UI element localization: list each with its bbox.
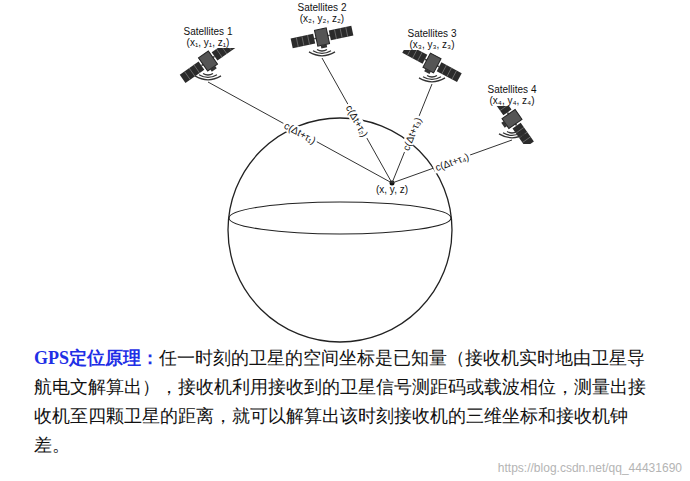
signal-wave [203, 74, 213, 76]
earth-sphere [228, 118, 452, 342]
signal-wave [499, 134, 525, 138]
satellite-body [502, 109, 522, 128]
satellite-icon [476, 106, 548, 144]
signal-wave [313, 51, 331, 54]
range-label: c(Δt+τ₂) [343, 101, 372, 140]
coordinates: (x₂, y₂, z₂) [286, 13, 358, 24]
solar-panel [512, 123, 533, 144]
signal-wave [199, 75, 217, 78]
caption-block: GPS定位原理：任一时刻的卫星的空间坐标是已知量（接收机实时地由卫星导航电文解算… [34, 344, 656, 460]
satellite-icon [396, 50, 468, 88]
signal-wave [309, 52, 335, 56]
range-label: c(Δt+τ₃) [400, 113, 425, 153]
coordinates: (x₃, y₃, z₃) [396, 39, 468, 50]
receiver-point: (x, y, z) [376, 184, 408, 195]
signal-wave [423, 77, 441, 80]
satellite-body [198, 51, 217, 71]
satellite-icon [286, 24, 358, 62]
solar-panel [291, 34, 316, 49]
coordinates: (x, y, z) [376, 184, 408, 195]
satellite-name: Satellites 3 [396, 28, 468, 39]
range-label: c(Δt+τ₁) [281, 118, 320, 146]
coordinates: (x₄, y₄, z₄) [476, 95, 548, 106]
satellite-name: Satellites 4 [476, 84, 548, 95]
equator [229, 202, 451, 234]
signal-wave [503, 133, 521, 136]
satellite: Satellites 4(x₄, y₄, z₄) [476, 84, 548, 144]
caption-title: GPS定位原理： [34, 348, 159, 368]
solar-panel [212, 48, 237, 61]
signal-wave [507, 132, 517, 134]
satellite-name: Satellites 2 [286, 2, 358, 13]
solar-panel [437, 62, 462, 82]
signal-wave [419, 78, 445, 82]
satellite-icon [172, 48, 244, 86]
solar-panel [402, 50, 427, 64]
satellite-body [314, 28, 329, 46]
range-line [392, 84, 432, 183]
watermark: https://blog.csdn.net/qq_44431690 [498, 461, 682, 475]
signal-wave [427, 76, 437, 78]
coordinates: (x₁, y₁, z₁) [172, 37, 244, 48]
signal-wave [317, 50, 327, 52]
range-line [208, 82, 392, 183]
range-label: c(Δt+τ₄) [432, 150, 472, 174]
satellite: Satellites 1(x₁, y₁, z₁) [172, 26, 244, 86]
satellite: Satellites 2(x₂, y₂, z₂) [286, 2, 358, 62]
signal-wave [195, 76, 221, 80]
solar-panel [180, 61, 205, 82]
satellite-name: Satellites 1 [172, 26, 244, 37]
solar-panel [329, 26, 354, 41]
range-line [322, 58, 392, 183]
satellite: Satellites 3(x₃, y₃, z₃) [396, 28, 468, 88]
